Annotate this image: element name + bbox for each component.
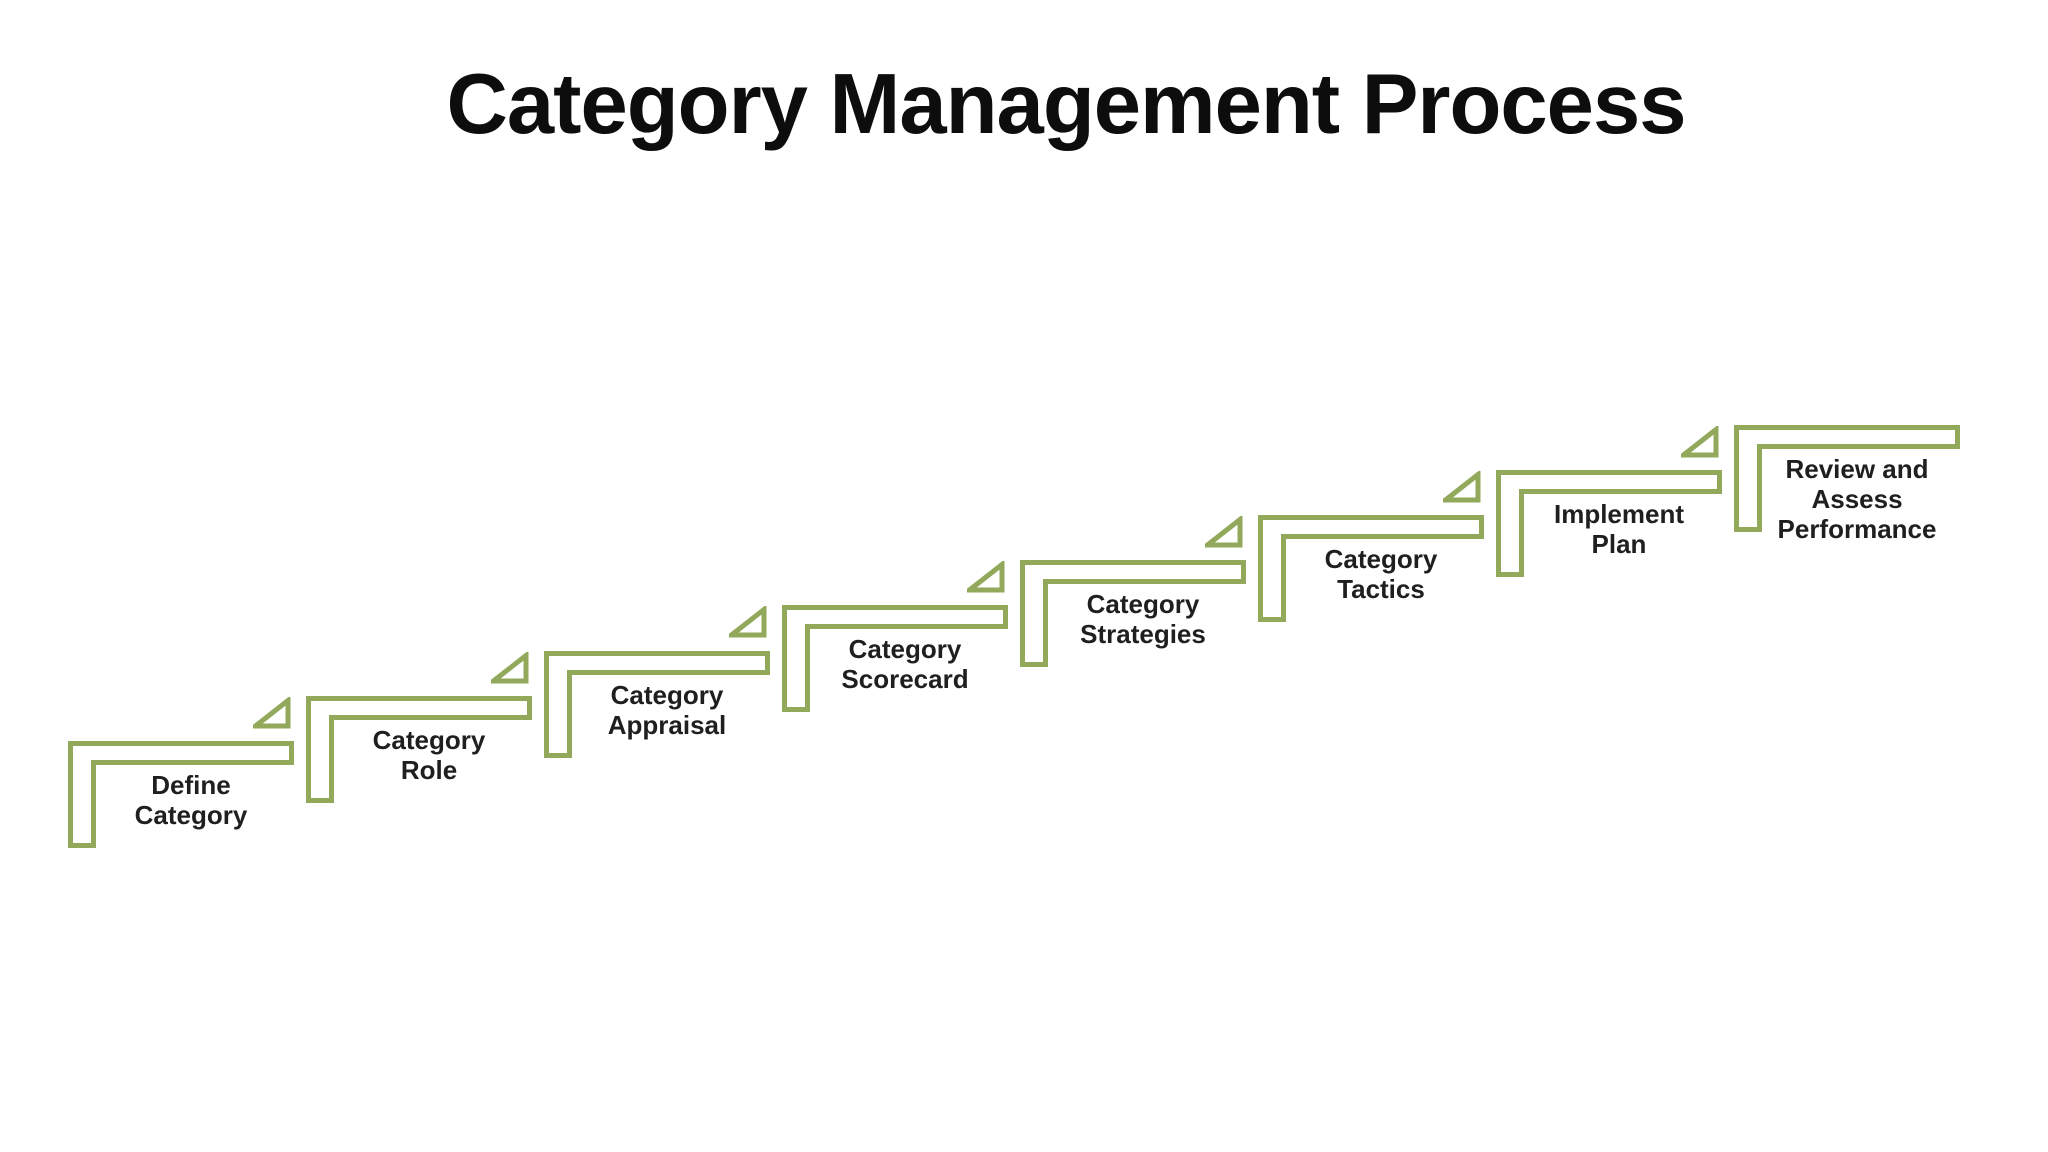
step-label: Review and Assess Performance xyxy=(1777,454,1937,545)
step-shape xyxy=(1020,560,1246,667)
step-shape xyxy=(1496,470,1722,577)
step-shape xyxy=(544,651,770,758)
step-review-assess-performance: Review and Assess Performance xyxy=(1681,425,1964,544)
step-category-appraisal: Category Appraisal xyxy=(491,651,774,766)
step-up-arrow-icon xyxy=(1681,426,1719,458)
step-category-strategies: Category Strategies xyxy=(967,560,1250,675)
step-up-arrow-icon xyxy=(729,606,767,638)
step-shape xyxy=(782,605,1008,712)
step-up-arrow-icon xyxy=(491,652,529,684)
step-shape xyxy=(68,741,294,848)
step-label: Category Tactics xyxy=(1324,544,1438,605)
step-up-arrow-icon xyxy=(1205,516,1243,548)
step-shape xyxy=(1734,425,1960,532)
step-label: Category Role xyxy=(372,725,486,786)
step-define-category: Define Category xyxy=(68,741,298,856)
step-shape xyxy=(306,696,532,803)
step-label: Category Appraisal xyxy=(607,680,727,741)
step-label: Category Scorecard xyxy=(841,634,969,695)
step-category-scorecard: Category Scorecard xyxy=(729,605,1012,720)
step-label: Implement Plan xyxy=(1553,499,1685,560)
step-up-arrow-icon xyxy=(253,697,291,729)
step-label: Define Category xyxy=(134,770,248,831)
step-up-arrow-icon xyxy=(967,561,1005,593)
step-category-role: Category Role xyxy=(253,696,536,811)
step-up-arrow-icon xyxy=(1443,471,1481,503)
step-implement-plan: Implement Plan xyxy=(1443,470,1726,585)
step-label: Category Strategies xyxy=(1080,589,1206,650)
slide-title: Category Management Process xyxy=(446,57,1687,152)
step-shape xyxy=(1258,515,1484,622)
step-category-tactics: Category Tactics xyxy=(1205,515,1488,630)
